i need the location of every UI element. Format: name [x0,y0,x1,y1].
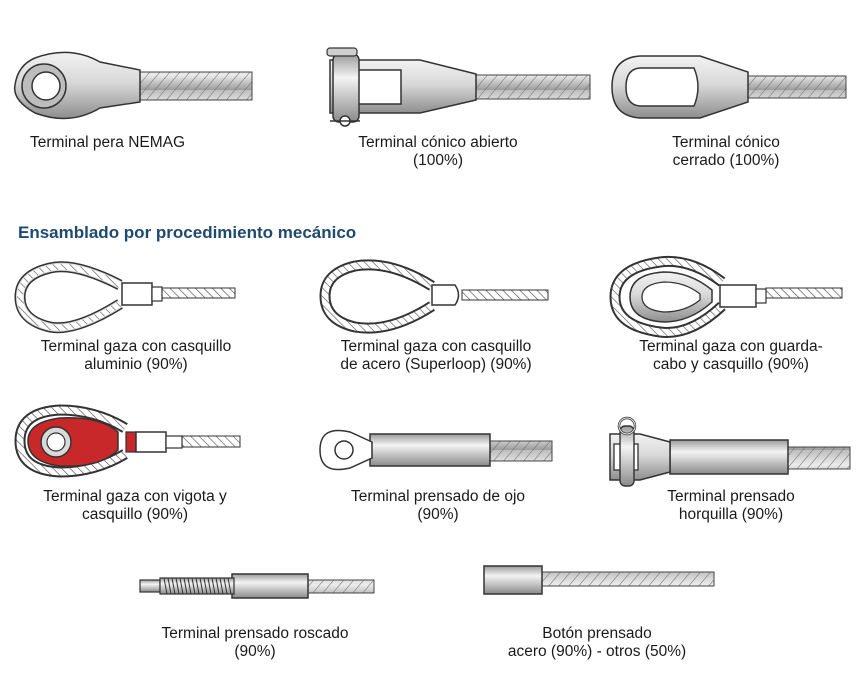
caption-line: Terminal cónico [672,134,780,151]
thread-mark [167,577,172,595]
thread-mark [187,577,192,595]
caption-prensado-ojo: Terminal prensado de ojo (90%) [328,488,548,524]
terminal-gaza-guardacabo-drawing [609,255,843,338]
caption-gaza-acero: Terminal gaza con casquillo de acero (Su… [316,338,556,374]
terminal-gaza-vigota-drawing [14,404,241,478]
thread-mark [215,577,220,595]
caption-boton-prensado: Botón prensado acero (90%) - otros (50%) [486,625,708,661]
caption-line: Terminal prensado [667,488,795,505]
terminal-prensado-roscado-drawing [139,573,375,599]
caption-prensado-roscado: Terminal prensado roscado (90%) [140,625,370,661]
thread-mark [195,577,200,595]
thread-mark [211,577,216,595]
terminal-conico-cerrado-drawing [611,55,847,119]
terminal-gaza-acero-drawing [319,259,549,334]
thread-mark [163,577,168,595]
thread-mark [223,577,228,595]
caption-line: cabo y casquillo (90%) [653,356,809,373]
caption-line: Terminal pera NEMAG [30,134,186,151]
caption-line: (90%) [417,506,459,523]
terminal-conico-abierto-drawing [326,47,591,127]
thread-mark [179,577,184,595]
caption-line: aluminio (90%) [84,356,188,373]
caption-conico-abierto: Terminal cónico abierto (100%) [338,134,538,170]
caption-gaza-vigota: Terminal gaza con vigota y casquillo (90… [22,488,248,524]
caption-line: Terminal prensado de ojo [350,488,526,505]
thread-mark [175,577,180,595]
caption-pera-nemag: Terminal pera NEMAG [30,134,185,152]
caption-line: (100%) [413,152,463,169]
terminal-pera-nemag-drawing [13,51,253,120]
caption-line: Terminal cónico abierto [358,134,518,151]
caption-gaza-aluminio: Terminal gaza con casquillo aluminio (90… [18,338,254,374]
caption-line: Botón prensado [542,625,652,642]
caption-line: Terminal gaza con casquillo [340,338,532,355]
caption-line: Terminal gaza con guarda- [639,338,823,355]
terminal-boton-prensado-drawing [483,565,715,595]
thread-mark [199,577,204,595]
section-heading: Ensamblado por procedimiento mecánico [18,223,357,242]
caption-line: casquillo (90%) [82,506,188,523]
caption-line: Terminal gaza con vigota y [43,488,227,505]
caption-line: de acero (Superloop) (90%) [340,356,532,373]
caption-gaza-guardacabo: Terminal gaza con guarda- cabo y casquil… [617,338,845,374]
caption-line: (90%) [234,643,276,660]
thread-mark [171,577,176,595]
terminal-prensado-horquilla-drawing [609,416,851,487]
thread-mark [219,577,224,595]
thread-mark [227,577,232,595]
thread-mark [203,577,208,595]
caption-line: acero (90%) - otros (50%) [507,643,687,660]
terminal-prensado-ojo-drawing [319,429,553,471]
thread-mark [183,577,188,595]
caption-line: cerrado (100%) [672,152,780,169]
caption-line: horquilla (90%) [678,506,784,523]
thread-mark [191,577,196,595]
caption-line: Terminal prensado roscado [161,625,349,642]
caption-prensado-horquilla: Terminal prensado horquilla (90%) [650,488,812,524]
caption-conico-cerrado: Terminal cónico cerrado (100%) [651,134,801,170]
caption-line: Terminal gaza con casquillo [40,338,232,355]
thread-mark [207,577,212,595]
terminal-gaza-aluminio-drawing [14,261,236,334]
